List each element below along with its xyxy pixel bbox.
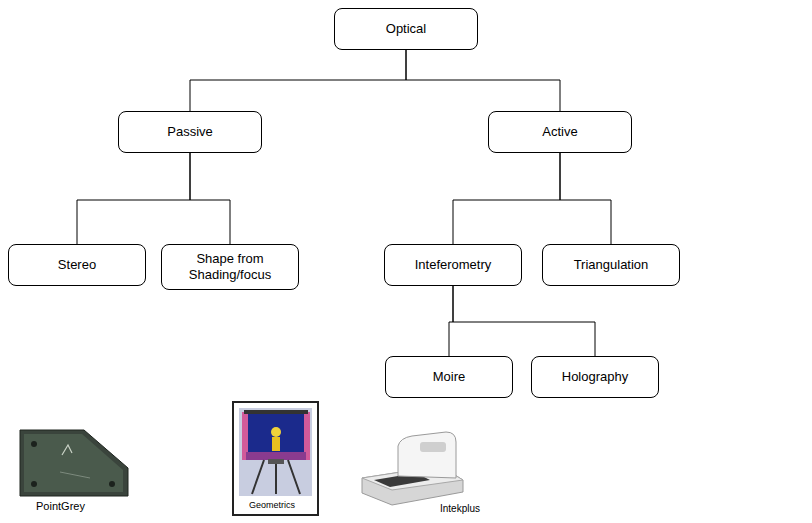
camera-lens: [31, 481, 37, 487]
method-label: Triangulation: [574, 257, 649, 273]
tent-floor: [246, 452, 306, 460]
camera-logo: [62, 445, 72, 455]
camera-lens: [109, 481, 115, 487]
camera-face: [24, 434, 123, 492]
method-label: Optical: [386, 21, 426, 37]
method-box: Holography: [531, 356, 659, 398]
method-label: Inteferometry: [415, 257, 492, 273]
method-box: Active: [488, 111, 632, 153]
measuring-machine: [362, 432, 463, 505]
method-label: Holography: [562, 369, 629, 385]
method-box: Moire: [385, 356, 513, 398]
method-box: Optical: [334, 8, 478, 50]
camera-detail: [60, 472, 90, 478]
tripod-leg: [275, 460, 277, 494]
product-caption: Intekplus: [440, 503, 480, 515]
tripod-head: [268, 459, 284, 464]
tree-connector: [190, 153, 230, 244]
method-label: Shape from Shading/focus: [168, 251, 292, 283]
method-label: Stereo: [58, 257, 96, 273]
tent-back: [246, 412, 306, 458]
camera-body: [20, 430, 128, 496]
tripod-leg: [288, 460, 300, 494]
scanned-object: [272, 437, 280, 451]
tripod-leg: [252, 460, 264, 494]
method-box: Passive: [118, 111, 262, 153]
tree-connector: [190, 50, 406, 111]
method-box: Inteferometry: [384, 244, 522, 286]
machine-head: [420, 442, 446, 452]
tree-connector: [77, 153, 190, 244]
tree-connector: [560, 153, 611, 244]
tree-connector: [453, 286, 595, 356]
photo-frame: [233, 402, 318, 515]
tree-connector: [406, 50, 560, 111]
scanner-photo: [233, 402, 318, 515]
machine-gantry: [398, 432, 456, 478]
scanned-object: [271, 427, 281, 437]
product-caption: PointGrey: [36, 500, 85, 513]
tent-top: [244, 410, 308, 414]
photo-ground: [239, 408, 312, 496]
method-label: Passive: [167, 124, 213, 140]
method-box: Shape from Shading/focus: [161, 244, 299, 290]
method-box: Triangulation: [542, 244, 680, 286]
stereo-camera: [20, 430, 128, 496]
method-box: Stereo: [8, 244, 146, 286]
method-label: Active: [542, 124, 577, 140]
method-label: Moire: [433, 369, 466, 385]
tree-connector: [449, 286, 453, 356]
camera-lens: [31, 441, 37, 447]
tree-connector: [453, 153, 560, 244]
product-caption: Geometrics: [249, 500, 295, 510]
